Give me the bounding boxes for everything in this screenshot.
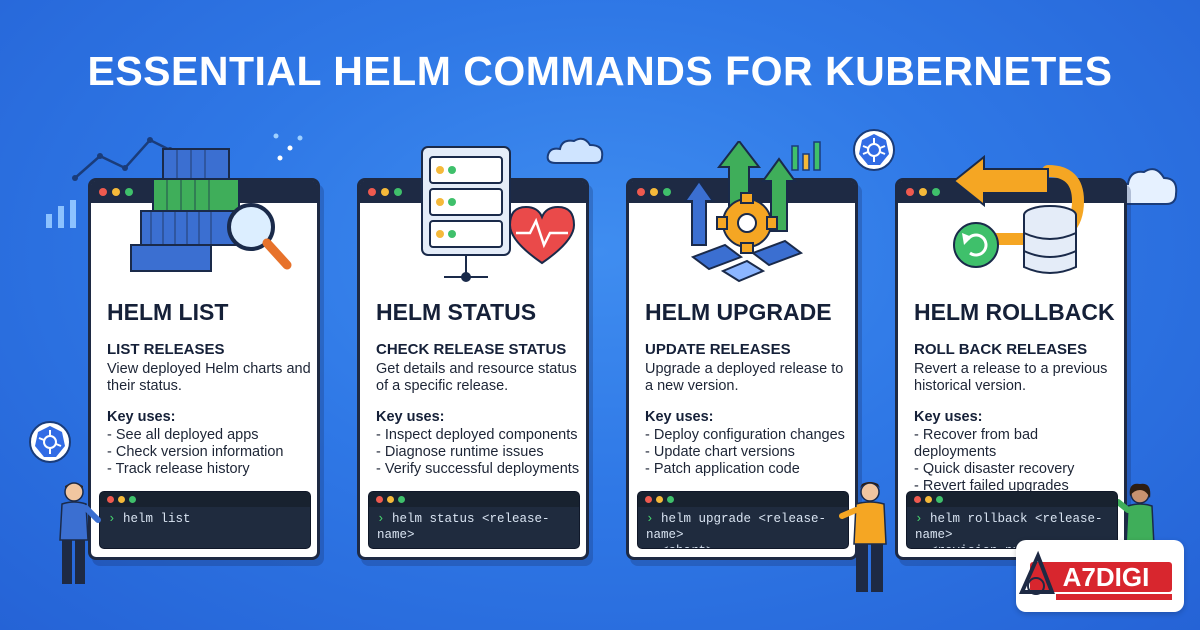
key-uses-list: - Recover from bad deployments - Quick d… [914, 427, 1124, 495]
prompt-glyph: › [915, 512, 923, 526]
terminal-line: › helm status <release-name> [369, 507, 579, 547]
list-item: - Update chart versions [645, 444, 795, 460]
helm-rollback-card: HELM ROLLBACK ROLL BACK RELEASES Revert … [895, 154, 1127, 560]
key-uses-label: Key uses: [107, 409, 176, 425]
command-description: Upgrade a deployed release to a new vers… [645, 361, 844, 394]
command-title: HELM UPGRADE [645, 299, 832, 325]
rollback-database-icon [952, 154, 1085, 274]
helm-status-card: HELM STATUS CHECK RELEASE STATUS Get det… [357, 146, 589, 560]
terminal-line: › helm rollback <release-name> <revision… [907, 507, 1117, 548]
helm-list-card: HELM LIST LIST RELEASES View deployed He… [88, 148, 320, 560]
maximize-dot-icon [394, 188, 402, 196]
key-uses-label: Key uses: [376, 409, 445, 425]
terminal-titlebar [100, 492, 310, 507]
terminal-line: › helm upgrade <release-name> <chart> [638, 507, 848, 548]
minimize-dot-icon [381, 188, 389, 196]
maximize-dot-icon [398, 496, 405, 503]
terminal-line: › helm list [100, 507, 310, 531]
close-dot-icon [376, 496, 383, 503]
person-middle-icon [839, 482, 887, 592]
minimize-dot-icon [387, 496, 394, 503]
brand-logo: A7DIGI [1016, 540, 1184, 612]
list-item: - Check version information [107, 444, 284, 460]
terminal-titlebar [638, 492, 848, 507]
list-item: - Deploy configuration changes [645, 427, 845, 443]
list-item: - Patch application code [645, 461, 800, 477]
terminal-titlebar [369, 492, 579, 507]
list-item: - Verify successful deployments [376, 461, 580, 477]
key-uses-label: Key uses: [914, 409, 983, 425]
helm-upgrade-card: HELM UPGRADE UPDATE RELEASES Upgrade a d… [626, 141, 858, 560]
terminal-window: › helm rollback <release-name> <revision… [906, 491, 1118, 549]
key-uses-list: - Deploy configuration changes - Update … [645, 427, 845, 478]
minimize-dot-icon [919, 188, 927, 196]
list-item: - Inspect deployed components [376, 427, 578, 443]
minimize-dot-icon [112, 188, 120, 196]
command-title: HELM ROLLBACK [914, 299, 1115, 325]
kubernetes-wheel-left-icon [29, 421, 71, 463]
close-dot-icon [906, 188, 914, 196]
maximize-dot-icon [125, 188, 133, 196]
command-description: View deployed Helm charts and their stat… [107, 361, 311, 394]
list-item: - Track release history [107, 461, 250, 477]
terminal-command: helm upgrade <release-name> <chart> [646, 512, 827, 548]
server-heartbeat-icon [421, 146, 576, 282]
command-title: HELM STATUS [376, 299, 537, 325]
terminal-window: › helm upgrade <release-name> <chart> [637, 491, 849, 549]
key-uses-list: - Inspect deployed components - Diagnose… [376, 427, 579, 478]
close-dot-icon [107, 496, 114, 503]
terminal-command: helm status <release-name> [377, 512, 550, 542]
command-subtitle: CHECK RELEASE STATUS [376, 341, 567, 358]
maximize-dot-icon [129, 496, 136, 503]
a7digi-logo-icon: A7DIGI [1018, 550, 1172, 600]
list-item: - See all deployed apps [107, 427, 259, 443]
command-subtitle: UPDATE RELEASES [645, 341, 791, 358]
minimize-dot-icon [650, 188, 658, 196]
person-left-icon [59, 482, 101, 584]
maximize-dot-icon [667, 496, 674, 503]
command-description: Revert a release to a previous historica… [914, 361, 1108, 394]
prompt-glyph: › [108, 512, 116, 526]
prompt-glyph: › [377, 512, 385, 526]
list-item: - Diagnose runtime issues [376, 444, 544, 460]
command-description: Get details and resource status of a spe… [376, 361, 577, 394]
terminal-titlebar [907, 492, 1117, 507]
command-subtitle: LIST RELEASES [107, 341, 225, 358]
list-item: - Revert failed upgrades [914, 478, 1069, 494]
close-dot-icon [914, 496, 921, 503]
terminal-window: › helm status <release-name> [368, 491, 580, 549]
maximize-dot-icon [932, 188, 940, 196]
minimize-dot-icon [656, 496, 663, 503]
person-right-icon [1118, 483, 1155, 546]
key-uses-label: Key uses: [645, 409, 714, 425]
minimize-dot-icon [925, 496, 932, 503]
maximize-dot-icon [936, 496, 943, 503]
key-uses-list: - See all deployed apps - Check version … [107, 427, 284, 478]
terminal-command: helm list [123, 512, 191, 526]
list-item: - Recover from bad deployments [914, 427, 1039, 460]
prompt-glyph: › [646, 512, 654, 526]
terminal-command: helm rollback <release-name> <revision-n… [915, 512, 1103, 548]
close-dot-icon [645, 496, 652, 503]
close-dot-icon [368, 188, 376, 196]
command-title: HELM LIST [107, 299, 229, 325]
terminal-window: › helm list [99, 491, 311, 549]
list-item: - Quick disaster recovery [914, 461, 1075, 477]
close-dot-icon [99, 188, 107, 196]
gear-arrows-up-icon [683, 141, 804, 283]
containers-magnifier-icon [130, 148, 292, 272]
svg-text:A7DIGI: A7DIGI [1063, 562, 1150, 592]
bar-chart-decoration-icon [46, 200, 76, 228]
command-subtitle: ROLL BACK RELEASES [914, 341, 1088, 358]
maximize-dot-icon [663, 188, 671, 196]
minimize-dot-icon [118, 496, 125, 503]
close-dot-icon [637, 188, 645, 196]
page-title: ESSENTIAL HELM COMMANDS FOR KUBERNETES [87, 48, 1113, 94]
